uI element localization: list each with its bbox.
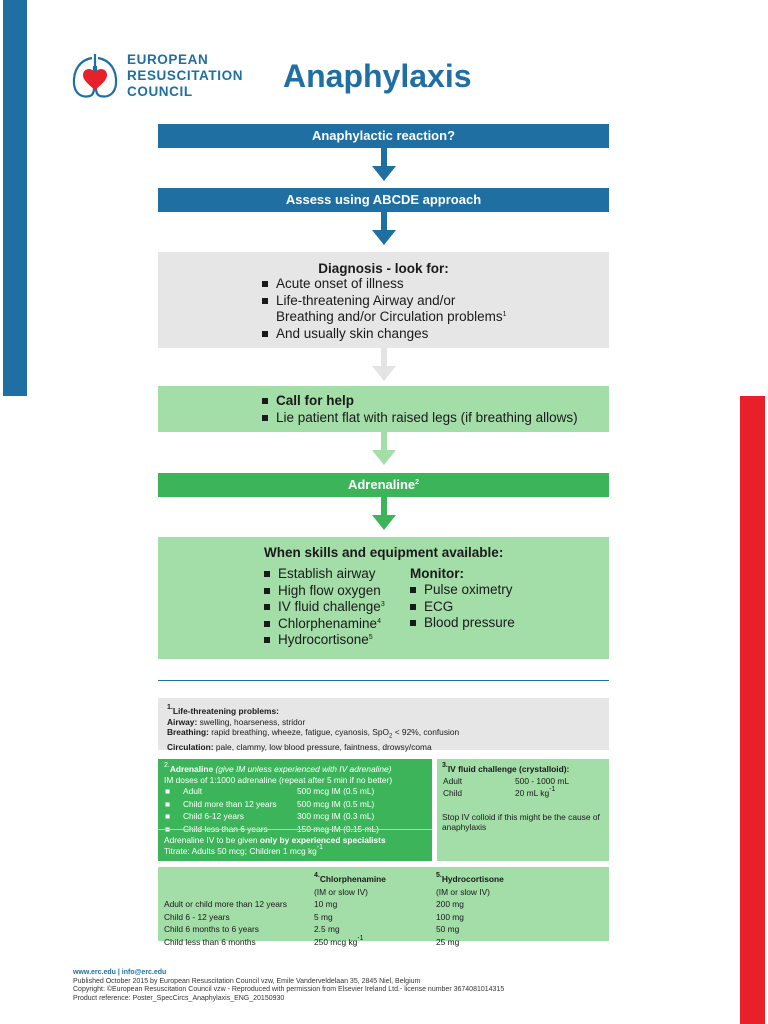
divider xyxy=(158,680,609,681)
diagnosis-list: Acute onset of illness Life-threatening … xyxy=(262,276,507,342)
table-row: ■Child less than 6 years150 mcg IM (0.15… xyxy=(164,823,380,836)
table-row: (IM or slow IV) (IM or slow IV) xyxy=(314,886,490,897)
list-item: Hydrocortisone5 xyxy=(264,632,385,649)
skills-list: Establish airway High flow oxygen IV flu… xyxy=(264,566,385,649)
monitor-heading: Monitor: xyxy=(410,566,464,581)
list-item: Blood pressure xyxy=(410,615,515,632)
drug-dose-box: 4.Chlorphenamine 5.Hydrocortisone (IM or… xyxy=(158,867,609,947)
list-item: IV fluid challenge3 xyxy=(264,599,385,616)
iv-fluid-note: 3.IV fluid challenge (crystalloid): Adul… xyxy=(437,759,609,861)
list-item: Chlorphenamine4 xyxy=(264,616,385,633)
skills-box: When skills and equipment available: Est… xyxy=(158,537,609,659)
list-item: Pulse oximetry xyxy=(410,582,515,599)
adrenaline-note: 2.Adrenaline (give IM unless experienced… xyxy=(158,759,432,861)
list-item: Lie patient flat with raised legs (if br… xyxy=(262,410,578,427)
monitor-list: Pulse oximetry ECG Blood pressure xyxy=(410,582,515,632)
list-item: High flow oxygen xyxy=(264,583,385,600)
list-item: Acute onset of illness xyxy=(262,276,507,293)
arrow-down-icon xyxy=(372,148,396,181)
org-line-2: RESUSCITATION xyxy=(127,68,244,83)
footer-copyright: Copyright: ©European Resuscitation Counc… xyxy=(73,986,505,993)
note-title: Life-threatening problems: xyxy=(172,706,279,716)
diagnosis-heading: Diagnosis - look for: xyxy=(318,261,449,276)
list-item: ECG xyxy=(410,599,515,616)
adrenaline-box: Adrenaline2 xyxy=(158,473,609,497)
page-title: Anaphylaxis xyxy=(283,58,472,94)
footer-reference: Product reference: Poster_SpecCircs_Anap… xyxy=(73,994,285,1002)
org-line-3: COUNCIL xyxy=(127,84,193,99)
footer: www.erc.edu | info@erc.edu Published Oct… xyxy=(73,969,504,1003)
drug-dose-table: 4.Chlorphenamine 5.Hydrocortisone (IM or… xyxy=(163,872,505,948)
arrow-down-icon xyxy=(372,497,396,530)
help-list: Call for help Lie patient flat with rais… xyxy=(262,393,578,426)
life-threatening-note: 1.Life-threatening problems: Airway: swe… xyxy=(158,698,609,752)
org-line-1: EUROPEAN xyxy=(127,52,209,67)
list-item: Establish airway xyxy=(264,566,385,583)
organization-name: EUROPEAN RESUSCITATION COUNCIL xyxy=(127,52,243,100)
list-item: And usually skin changes xyxy=(262,326,507,343)
footer-links[interactable]: www.erc.edu | info@erc.edu xyxy=(73,969,167,976)
arrow-down-icon xyxy=(372,432,396,465)
diagnosis-box: Diagnosis - look for: Acute onset of ill… xyxy=(158,252,609,348)
table-row: 4.Chlorphenamine 5.Hydrocortisone xyxy=(314,872,504,884)
right-red-bar xyxy=(740,396,765,1024)
step-anaphylactic-reaction: Anaphylactic reaction? xyxy=(158,124,609,148)
arrow-down-icon xyxy=(372,348,396,381)
arrow-down-icon xyxy=(372,212,396,245)
skills-heading: When skills and equipment available: xyxy=(264,545,504,560)
call-for-help-box: Call for help Lie patient flat with rais… xyxy=(158,386,609,432)
lungs-heart-icon xyxy=(72,54,118,98)
left-blue-bar xyxy=(3,0,27,396)
footer-published: Published October 2015 by European Resus… xyxy=(73,977,421,985)
step-assess-abcde: Assess using ABCDE approach xyxy=(158,188,609,212)
list-item: Call for help xyxy=(262,393,578,410)
